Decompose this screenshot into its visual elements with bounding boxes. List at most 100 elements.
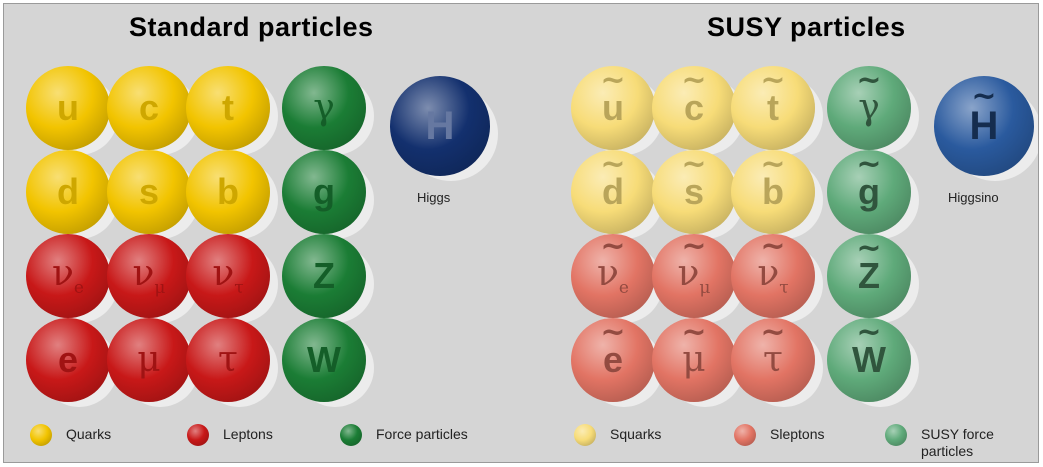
tilde-mark: ~	[681, 228, 707, 264]
sneutrino-e-sphere: ~νe	[571, 228, 655, 318]
susy-force-symbol: ~W	[852, 315, 886, 380]
tilde-mark: ~	[600, 63, 626, 98]
slepton-symbol: ~μ	[681, 315, 707, 380]
legend-dot	[187, 424, 209, 446]
tilde-mark: ~	[600, 147, 626, 182]
neutrino-symbol: ντ	[212, 252, 244, 298]
tilde-mark: ~	[760, 63, 786, 98]
quark-symbol: d	[57, 171, 79, 212]
muon-sphere: μ	[107, 318, 191, 402]
higgsino-label: Higgsino	[948, 190, 999, 205]
tilde-mark: ~	[971, 79, 997, 114]
quark-u-sphere: u	[26, 66, 110, 150]
squark-c-sphere: ~c	[652, 66, 736, 150]
electron-sphere: e	[26, 318, 110, 402]
force-symbol: Z	[313, 255, 335, 296]
tilde-mark: ~	[681, 63, 707, 98]
neutrino-e-sphere: νe	[26, 234, 110, 318]
tilde-mark: ~	[856, 63, 882, 98]
higgsino-sphere: ~H	[934, 76, 1034, 176]
lepton-symbol: μ	[137, 339, 161, 380]
force-symbol: g	[313, 171, 335, 212]
higgsino-symbol: ~H	[969, 79, 999, 148]
stau-sphere: ~τ	[731, 318, 815, 402]
tilde-mark: ~	[600, 228, 626, 264]
squark-symbol: ~s	[681, 147, 707, 212]
sneutrino-mu-sphere: ~νμ	[652, 228, 736, 318]
legend-item-leptons: Leptons	[187, 424, 273, 446]
squark-symbol: ~t	[760, 63, 786, 128]
legend-item-force-particles: Force particles	[340, 424, 468, 446]
tilde-mark: ~	[681, 147, 707, 182]
gluino-sphere: ~g	[827, 150, 911, 234]
neutrino-symbol: νe	[52, 252, 84, 298]
legend-label: SUSY force particles	[921, 426, 994, 459]
sneutrino-symbol: ~νe	[597, 228, 629, 298]
photon-sphere: γ	[282, 66, 366, 150]
tau-sphere: τ	[186, 318, 270, 402]
quark-symbol: c	[138, 87, 160, 128]
higgs-symbol: H	[425, 104, 455, 148]
higgs-sphere: H	[390, 76, 490, 176]
sneutrino-symbol: ~ντ	[757, 228, 789, 298]
neutrino-symbol: νμ	[132, 252, 166, 298]
legend-item-squarks: Squarks	[574, 424, 661, 446]
quark-c-sphere: c	[107, 66, 191, 150]
legend-label: Force particles	[376, 426, 468, 442]
standard-particles-title: Standard particles	[129, 12, 374, 42]
legend-label: Squarks	[610, 426, 662, 442]
neutrino-tau-sphere: ντ	[186, 234, 270, 318]
selectron-sphere: ~e	[571, 318, 655, 402]
tilde-mark: ~	[760, 147, 786, 182]
legend-dot	[734, 424, 756, 446]
tilde-mark: ~	[600, 315, 626, 350]
quark-s-sphere: s	[107, 150, 191, 234]
squark-symbol: ~d	[600, 147, 626, 212]
w-boson-sphere: W	[282, 318, 366, 402]
susy-force-symbol: ~g	[856, 147, 882, 212]
quark-symbol: t	[222, 87, 234, 128]
force-symbol: W	[307, 339, 341, 380]
susy-force-symbol: ~Z	[856, 231, 882, 296]
legend-dot	[885, 424, 907, 446]
legend-dot	[30, 424, 52, 446]
force-symbol: γ	[313, 87, 335, 128]
squark-s-sphere: ~s	[652, 150, 736, 234]
tilde-mark: ~	[760, 315, 786, 350]
photino-sphere: ~γ	[827, 66, 911, 150]
susy-force-symbol: ~γ	[856, 63, 882, 128]
tilde-mark: ~	[856, 315, 882, 350]
wino-sphere: ~W	[827, 318, 911, 402]
squark-symbol: ~c	[681, 63, 707, 128]
legend-dot	[574, 424, 596, 446]
legend-item-sleptons: Sleptons	[734, 424, 824, 446]
quark-d-sphere: d	[26, 150, 110, 234]
gluon-sphere: g	[282, 150, 366, 234]
squark-t-sphere: ~t	[731, 66, 815, 150]
sneutrino-symbol: ~νμ	[677, 228, 711, 298]
squark-symbol: ~b	[760, 147, 786, 212]
particle-diagram: Standard particles SUSY particles u c t …	[3, 3, 1039, 463]
neutrino-mu-sphere: νμ	[107, 234, 191, 318]
higgs-label: Higgs	[417, 190, 451, 205]
legend-label: Quarks	[66, 426, 112, 442]
squark-symbol: ~u	[600, 63, 626, 128]
quark-symbol: b	[217, 171, 239, 212]
quark-b-sphere: b	[186, 150, 270, 234]
zino-sphere: ~Z	[827, 234, 911, 318]
tilde-mark: ~	[760, 228, 786, 264]
lepton-symbol: τ	[218, 339, 238, 380]
z-boson-sphere: Z	[282, 234, 366, 318]
smuon-sphere: ~μ	[652, 318, 736, 402]
quark-symbol: s	[138, 171, 160, 212]
sneutrino-tau-sphere: ~ντ	[731, 228, 815, 318]
slepton-symbol: ~τ	[760, 315, 786, 380]
tilde-mark: ~	[856, 147, 882, 182]
squark-b-sphere: ~b	[731, 150, 815, 234]
legend-dot	[340, 424, 362, 446]
squark-u-sphere: ~u	[571, 66, 655, 150]
quark-symbol: u	[57, 87, 79, 128]
susy-particles-title: SUSY particles	[707, 12, 906, 42]
legend-label: Leptons	[223, 426, 273, 442]
slepton-symbol: ~e	[600, 315, 626, 380]
